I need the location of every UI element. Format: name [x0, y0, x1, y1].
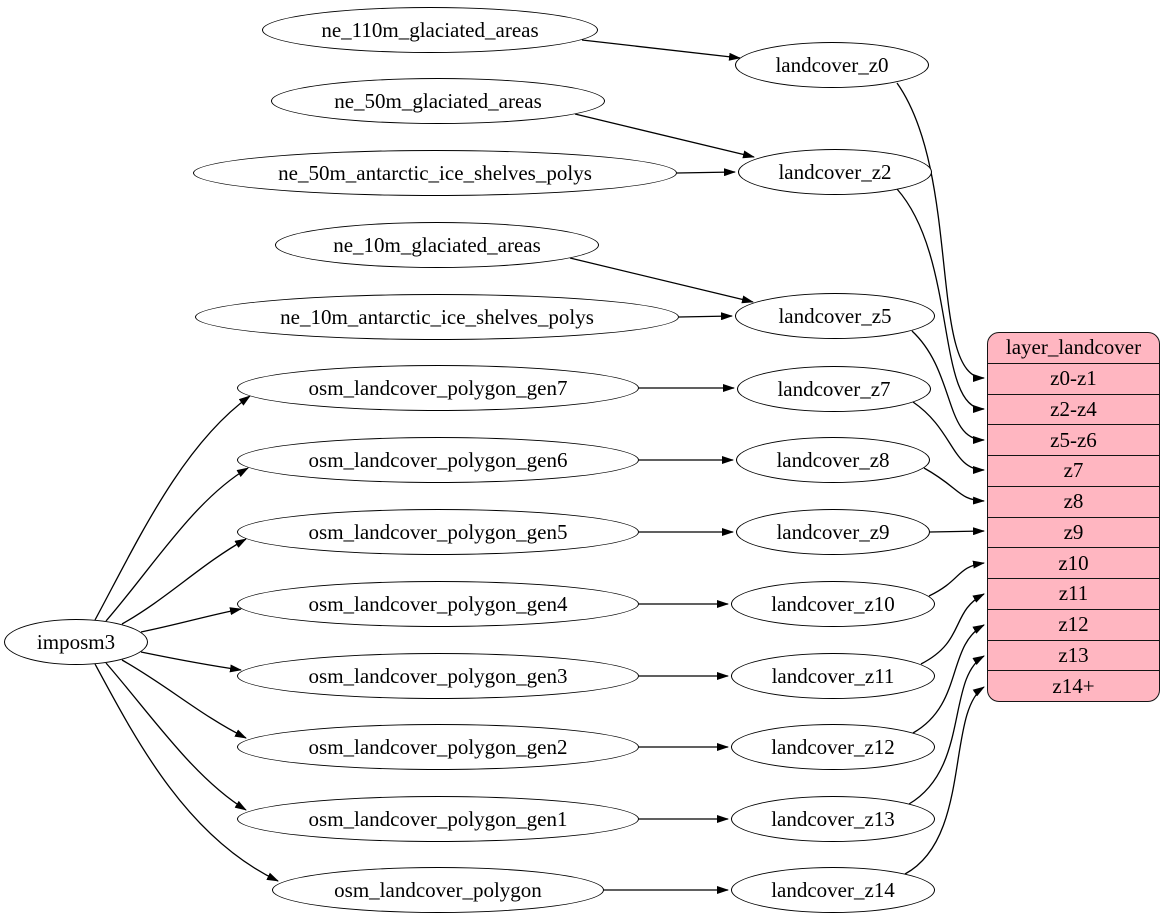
node-label: landcover_z2 [778, 159, 892, 184]
record-row-z7: z7 [988, 455, 1159, 486]
node-osm_landcover_polygon: osm_landcover_polygon [272, 867, 604, 913]
edge-ne_110m_glaciated_areas-to-landcover_z0 [581, 39, 741, 61]
node-osm_landcover_polygon_gen4: osm_landcover_polygon_gen4 [237, 581, 639, 627]
record-row-z14+: z14+ [988, 670, 1159, 701]
node-osm_landcover_polygon_gen3: osm_landcover_polygon_gen3 [237, 653, 639, 699]
node-landcover_z11: landcover_z11 [731, 653, 935, 699]
node-label: landcover_z5 [778, 303, 892, 328]
node-label: ne_50m_glaciated_areas [334, 88, 542, 113]
node-ne_50m_glaciated_areas: ne_50m_glaciated_areas [271, 78, 605, 124]
edge-ne_10m_glaciated_areas-to-landcover_z5 [569, 257, 754, 304]
node-landcover_z8: landcover_z8 [736, 437, 930, 483]
node-label: landcover_z11 [771, 663, 895, 688]
edge-imposm3-to-osm_landcover_polygon_gen7 [94, 395, 251, 621]
node-landcover_z5: landcover_z5 [735, 293, 935, 339]
node-osm_landcover_polygon_gen7: osm_landcover_polygon_gen7 [237, 365, 639, 411]
node-landcover_z13: landcover_z13 [731, 796, 935, 842]
node-landcover_z7: landcover_z7 [737, 366, 931, 412]
node-osm_landcover_polygon_gen5: osm_landcover_polygon_gen5 [237, 509, 639, 555]
edge-landcover_z8-to-row-z8 [923, 467, 985, 505]
node-label: osm_landcover_polygon_gen7 [308, 375, 568, 400]
edge-landcover_z11-to-row-z11 [920, 593, 985, 665]
node-label: landcover_z13 [771, 806, 895, 831]
node-osm_landcover_polygon_gen2: osm_landcover_polygon_gen2 [237, 724, 639, 770]
record-row-z13: z13 [988, 639, 1159, 671]
node-landcover_z0: landcover_z0 [735, 42, 929, 88]
edge-imposm3-to-osm_landcover_polygon [94, 663, 279, 882]
edge-imposm3-to-osm_landcover_polygon_gen4 [140, 607, 242, 633]
node-label: osm_landcover_polygon_gen2 [308, 734, 568, 759]
node-ne_10m_glaciated_areas: ne_10m_glaciated_areas [275, 222, 599, 268]
node-landcover_z9: landcover_z9 [736, 509, 930, 555]
edge-ne_10m_antarctic_ice_shelves_polys-to-landcover_z5 [678, 312, 733, 321]
edge-imposm3-to-osm_landcover_polygon_gen1 [105, 662, 247, 811]
node-imposm3: imposm3 [4, 619, 148, 665]
record-row-z10: z10 [988, 547, 1159, 578]
node-label: osm_landcover_polygon_gen5 [308, 519, 568, 544]
node-label: landcover_z12 [771, 734, 895, 759]
node-label: landcover_z0 [775, 52, 889, 77]
record-row-z5-z6: z5-z6 [988, 424, 1159, 455]
node-label: landcover_z8 [776, 447, 890, 472]
edge-imposm3-to-osm_landcover_polygon_gen5 [121, 538, 247, 625]
edge-landcover_z9-to-row-z9 [929, 527, 985, 536]
node-label: osm_landcover_polygon [334, 877, 542, 902]
edge-imposm3-to-osm_landcover_polygon_gen6 [105, 467, 249, 622]
record-row-z9: z9 [988, 516, 1159, 548]
record-row-z11: z11 [988, 578, 1159, 609]
node-label: landcover_z7 [777, 376, 891, 401]
node-osm_landcover_polygon_gen6: osm_landcover_polygon_gen6 [237, 437, 639, 483]
node-label: ne_110m_glaciated_areas [321, 17, 539, 42]
node-ne_110m_glaciated_areas: ne_110m_glaciated_areas [262, 7, 598, 53]
edge-landcover_z13-to-row-z13 [908, 655, 985, 805]
node-label: landcover_z14 [771, 877, 895, 902]
node-label: ne_10m_glaciated_areas [333, 232, 541, 257]
node-label: osm_landcover_polygon_gen6 [308, 447, 568, 472]
edge-landcover_z10-to-row-z10 [928, 560, 985, 597]
node-label: landcover_z9 [776, 519, 890, 544]
node-label: ne_50m_antarctic_ice_shelves_polys [278, 160, 592, 185]
record-row-z2-z4: z2-z4 [988, 393, 1159, 425]
record-row-z12: z12 [988, 608, 1159, 640]
edge-landcover_z5-to-row-z5-z6 [911, 330, 985, 444]
edge-landcover_z2-to-row-z2-z4 [896, 188, 985, 413]
edge-landcover_z7-to-row-z7 [912, 401, 985, 474]
edge-imposm3-to-osm_landcover_polygon_gen2 [121, 659, 247, 739]
edge-ne_50m_glaciated_areas-to-landcover_z2 [574, 113, 755, 159]
node-landcover_z2: landcover_z2 [738, 149, 932, 195]
node-label: osm_landcover_polygon_gen4 [308, 591, 568, 616]
record-title: layer_landcover [1005, 335, 1142, 360]
node-landcover_z14: landcover_z14 [731, 867, 935, 913]
node-label: osm_landcover_polygon_gen3 [308, 663, 568, 688]
node-ne_50m_antarctic_ice_shelves_polys: ne_50m_antarctic_ice_shelves_polys [193, 150, 677, 196]
node-label: osm_landcover_polygon_gen1 [308, 806, 568, 831]
record-row-z8: z8 [988, 485, 1159, 517]
node-label: imposm3 [36, 629, 116, 654]
edge-imposm3-to-osm_landcover_polygon_gen3 [140, 651, 242, 673]
node-ne_10m_antarctic_ice_shelves_polys: ne_10m_antarctic_ice_shelves_polys [195, 294, 679, 340]
edge-landcover_z14-to-row-z14+ [904, 686, 985, 875]
node-landcover_z10: landcover_z10 [731, 581, 935, 627]
edge-landcover_z12-to-row-z12 [912, 624, 985, 734]
node-label: landcover_z10 [771, 591, 895, 616]
node-landcover_z12: landcover_z12 [731, 724, 935, 770]
record-row-z0-z1: z0-z1 [988, 362, 1159, 394]
node-osm_landcover_polygon_gen1: osm_landcover_polygon_gen1 [237, 796, 639, 842]
edge-ne_50m_antarctic_ice_shelves_polys-to-landcover_z2 [676, 168, 736, 177]
node-label: ne_10m_antarctic_ice_shelves_polys [280, 304, 594, 329]
edge-landcover_z0-to-row-z0-z1 [896, 82, 985, 382]
